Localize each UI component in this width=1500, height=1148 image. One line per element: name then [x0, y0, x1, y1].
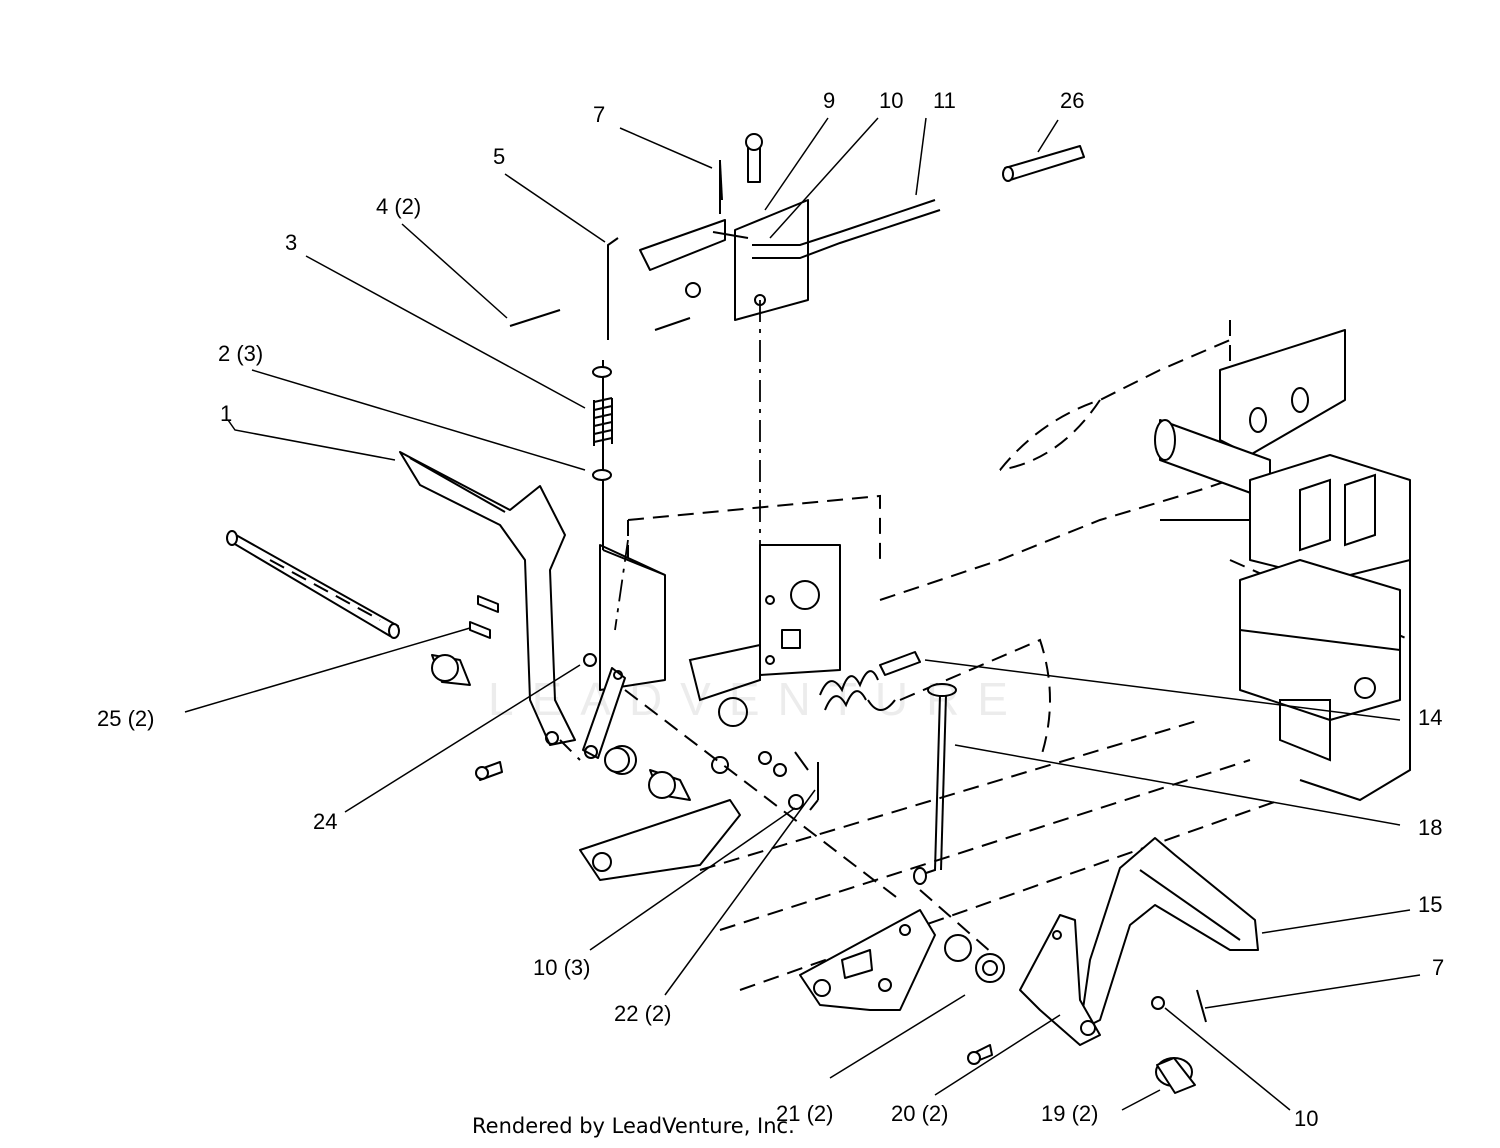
- callout-24: 24: [313, 809, 338, 834]
- rod-11: [752, 145, 1085, 259]
- callout-4: 4 (2): [376, 194, 422, 219]
- rod-18: [913, 683, 957, 885]
- callout-15: 15: [1418, 892, 1443, 917]
- leader-lines: [184, 117, 1421, 1111]
- pedal-right: [1019, 837, 1259, 1094]
- callout-14: 14: [1418, 705, 1443, 730]
- spring-14: [819, 651, 921, 711]
- callout-20: 20 (2): [891, 1101, 949, 1126]
- callout-18: 18: [1418, 815, 1443, 840]
- callout-22: 22 (2): [614, 1001, 672, 1026]
- left-shaft: [226, 530, 499, 686]
- callout-1: 1: [220, 401, 233, 426]
- callout-10-bottom: 10: [1294, 1106, 1319, 1131]
- lower-arm-21: [579, 799, 1005, 1011]
- callout-26: 26: [1060, 88, 1085, 113]
- callout-10-3: 10 (3): [533, 955, 591, 980]
- callout-3: 3: [285, 230, 298, 255]
- callout-21: 21 (2): [776, 1101, 834, 1126]
- cotter-pins: [509, 161, 723, 331]
- control-bracket: [639, 133, 809, 321]
- center-frame-plate: [599, 544, 841, 774]
- pivot-shaft: [559, 689, 1001, 961]
- bolts: [475, 761, 993, 1065]
- callout-10-top: 10: [879, 88, 904, 113]
- transmission-block: [1154, 329, 1411, 762]
- callout-25: 25 (2): [97, 706, 155, 731]
- callout-5: 5: [493, 144, 506, 169]
- callout-7-right: 7: [1432, 955, 1445, 980]
- callout-7-top: 7: [593, 102, 606, 127]
- centerline-5: [614, 539, 629, 631]
- footer-credit: Rendered by LeadVenture, Inc.: [472, 1114, 795, 1138]
- rod-5: [592, 237, 666, 576]
- watermark: LEADVENTURE: [488, 673, 1026, 725]
- callout-11: 11: [933, 88, 956, 113]
- callout-9: 9: [823, 88, 836, 113]
- pedal-left: [399, 451, 576, 746]
- callout-2: 2 (3): [218, 341, 264, 366]
- callout-19: 19 (2): [1041, 1101, 1099, 1126]
